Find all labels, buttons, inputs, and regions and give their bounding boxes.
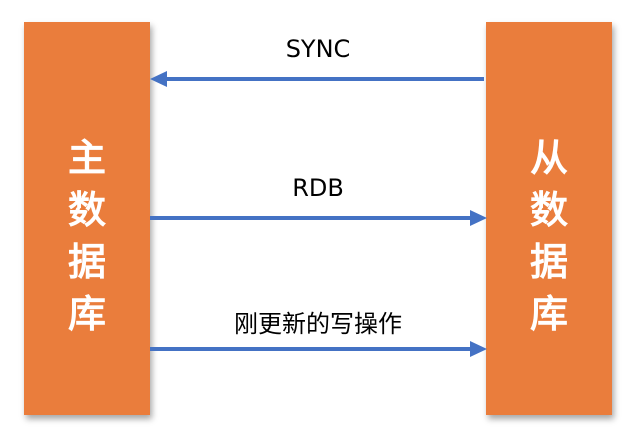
slave-database-box: 从 数 据 库 (486, 22, 612, 415)
label-char: 从 (529, 136, 568, 180)
label-char: 据 (529, 240, 568, 284)
label-char: 库 (529, 292, 568, 336)
write-ops-arrow (150, 341, 487, 357)
sync-arrow (150, 71, 484, 87)
label-char: 数 (67, 188, 106, 232)
master-database-label: 主 数 据 库 (24, 132, 150, 340)
label-char: 库 (67, 292, 106, 336)
label-char: 主 (67, 136, 106, 180)
label-char: 据 (67, 240, 106, 284)
sync-label: SYNC (285, 35, 351, 63)
write-ops-label: 刚更新的写操作 (234, 310, 402, 338)
rdb-arrow (150, 210, 487, 226)
slave-database-label: 从 数 据 库 (486, 132, 612, 340)
rdb-label: RDB (292, 174, 344, 202)
label-char: 数 (529, 188, 568, 232)
master-database-box: 主 数 据 库 (24, 22, 150, 415)
